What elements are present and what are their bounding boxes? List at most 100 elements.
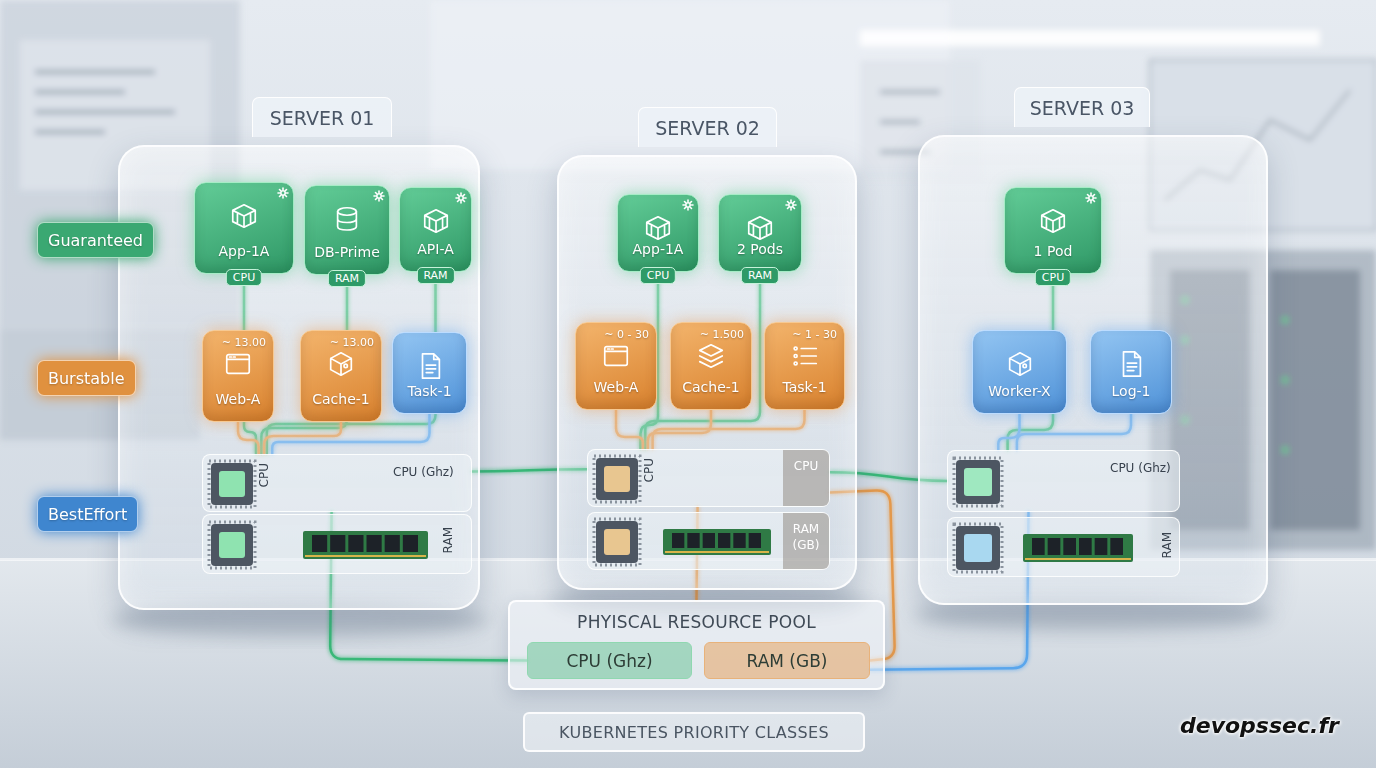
decor-part [1042, 210, 1065, 233]
decor-part [1079, 538, 1092, 555]
decor-part [1023, 534, 1133, 562]
decor-part [880, 120, 920, 124]
priority-badge: Guaranteed [37, 222, 154, 258]
decor-part [227, 355, 250, 374]
pod-name: 1 Pod [1005, 243, 1101, 259]
decor-part [385, 535, 400, 552]
board-label: CPU [783, 450, 829, 506]
decor-part [604, 529, 630, 555]
watermark: devopssec.fr [1180, 713, 1339, 738]
decor-part [331, 353, 352, 376]
decor-part [35, 130, 105, 134]
pod-icon [415, 351, 445, 381]
server-title: SERVER 01 [252, 97, 392, 137]
decor-part [338, 212, 357, 231]
pod-box: 1 PodCPU [1004, 187, 1102, 274]
pod-icon [643, 213, 673, 243]
footer-title: KUBERNETES PRIORITY CLASSES [559, 723, 829, 742]
decor-part [1048, 538, 1061, 555]
pod-name: Cache-1 [671, 379, 751, 395]
pod-name: Cache-1 [301, 391, 381, 407]
resource-board: CPU CPU (Ghz) [202, 454, 472, 512]
pool-label: CPU (Ghz) [566, 651, 652, 671]
legend-text: Burstable [48, 369, 125, 388]
decor-part [1009, 353, 1030, 376]
pod-icon [1038, 206, 1068, 236]
pod-icon [229, 201, 259, 231]
pod-name: Log-1 [1091, 383, 1171, 399]
decor-part [954, 458, 1002, 506]
decor-part [718, 533, 730, 548]
decor-part [733, 533, 745, 548]
gear-icon [455, 192, 467, 204]
board-label: RAM [1160, 532, 1174, 558]
pod-name: 2 Pods [719, 241, 801, 257]
request-value: ~ 0 - 30 [604, 328, 649, 341]
server-panel: SERVER 02App-1ACPU2 PodsRAM~ 0 - 30Web-A… [557, 155, 857, 590]
decor-part [594, 456, 640, 502]
decor-part [281, 191, 285, 195]
resource-tag: CPU [1035, 269, 1071, 286]
decor-part [880, 90, 940, 94]
decor-part [686, 203, 690, 207]
hardware-illustration [203, 455, 473, 513]
gear-icon [277, 187, 289, 199]
hardware-illustration [948, 518, 1181, 578]
decor-part [749, 533, 761, 548]
pod-icon [601, 341, 631, 371]
resource-pool: PHYISCAL RESOURCE POOLCPU (Ghz)RAM (GB) [508, 600, 885, 690]
decor-part [801, 349, 816, 364]
decor-part [605, 349, 628, 351]
pod-name: Task-1 [393, 383, 466, 399]
hardware-illustration [203, 515, 473, 575]
board-label: RAM (GB) [783, 513, 829, 569]
decor-part [665, 551, 769, 553]
decor-part [209, 522, 255, 568]
gear-icon [785, 199, 797, 211]
decor-part [1282, 447, 1288, 453]
decor-part [344, 364, 347, 367]
decor-part [219, 471, 245, 497]
decor-part [794, 347, 797, 350]
decor-part [663, 529, 771, 555]
server-title: SERVER 03 [1014, 87, 1150, 127]
decor-part [374, 191, 384, 201]
decor-part [1063, 538, 1076, 555]
request-value: ~ 13.00 [330, 336, 374, 349]
legend-text: BestEffort [48, 505, 127, 524]
decor-part [1089, 196, 1093, 200]
decor-part [303, 531, 428, 559]
decor-part [211, 463, 253, 505]
decor-part [1110, 538, 1123, 555]
decor-part [954, 524, 1002, 572]
pod-name: DB-Prime [305, 244, 389, 260]
decor-part [596, 521, 638, 563]
pod-icon [1116, 349, 1146, 379]
pod-box: ~ 1 - 30Task-1 [764, 322, 845, 410]
pod-box: App-1ACPU [617, 194, 699, 272]
decor-part [794, 362, 797, 365]
board-label: CPU (Ghz) [393, 465, 454, 479]
pod-box: ~ 13.00Web-A [202, 330, 274, 422]
server-panel: SERVER 01App-1ACPUDB-PrimeRAMAPI-ARAM~ 1… [118, 145, 480, 610]
pod-box: ~ 13.00Cache-1 [300, 330, 382, 422]
resource-tag: CPU [226, 269, 262, 286]
decor-part [424, 210, 447, 233]
decor-part [683, 200, 693, 210]
decor-part [700, 345, 723, 368]
legend-text: Guaranteed [48, 231, 143, 250]
decor-part [964, 534, 992, 562]
board-label: CPU [257, 463, 271, 487]
decor-part [330, 535, 345, 552]
resource-board: RAM [947, 517, 1180, 577]
decor-part [1124, 352, 1141, 376]
resource-board: RAM [202, 514, 472, 574]
pool-title: PHYISCAL RESOURCE POOL [510, 612, 883, 632]
pod-icon [1005, 349, 1035, 379]
decor-part [219, 532, 245, 558]
pod-box: App-1ACPU [194, 182, 294, 274]
pod-box: Task-1 [392, 332, 467, 414]
pod-icon [332, 204, 362, 234]
request-value: ~ 1 - 30 [792, 328, 837, 341]
resource-board: RAM (GB) [587, 512, 830, 570]
